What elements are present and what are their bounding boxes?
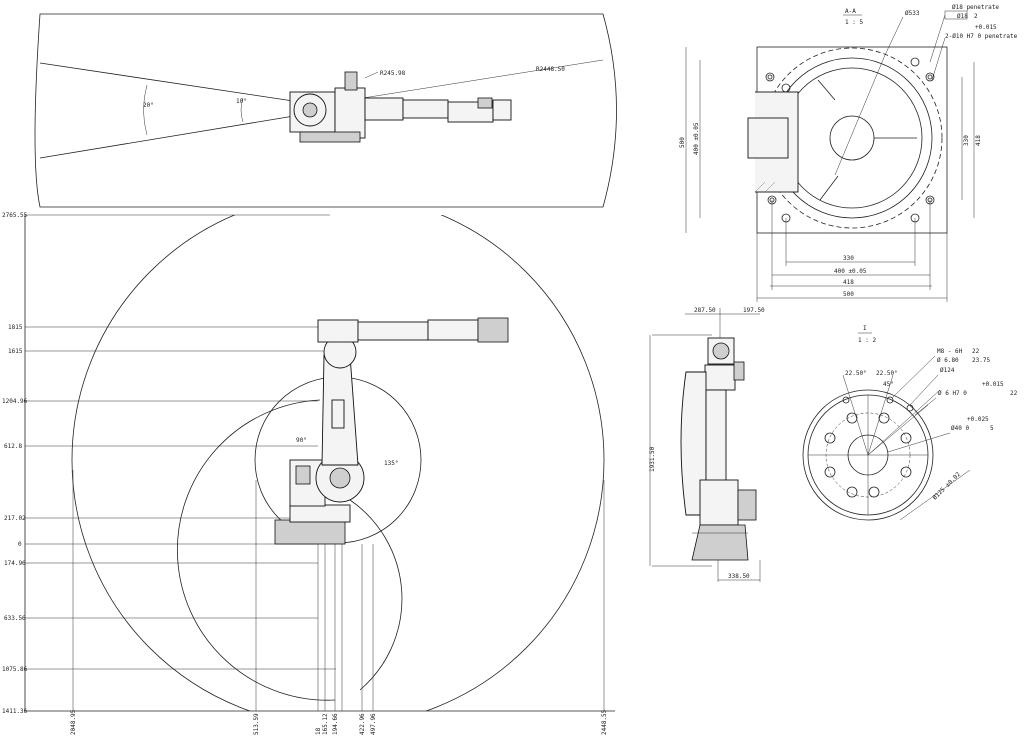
detail-callout-6: Ø 6 H7 0 xyxy=(938,390,967,397)
aa-bottom-dim-2: 418 xyxy=(843,279,854,286)
detail-angle-1: 22.50° xyxy=(876,370,898,377)
x-label-7: 2448.55 xyxy=(601,709,608,735)
side-angle-b: 135° xyxy=(384,460,398,467)
detail-flange xyxy=(802,389,934,521)
detail-callout-5: +0.015 xyxy=(982,381,1004,388)
aa-callout-5: 2-Ø10 H7 0 penetrate xyxy=(945,33,1018,40)
aa-bottom-dim-3: 500 xyxy=(843,291,854,298)
top-view-workspace-outline xyxy=(34,13,617,208)
y-label-4: 612.8 xyxy=(4,443,22,450)
y-label-2: 1615 xyxy=(8,348,23,355)
detail-i-view: I 1 : 2 22.50° 22.50° 45° M8 - 6H 22 Ø 6… xyxy=(802,325,1018,521)
aa-callout-3: 2 xyxy=(974,13,978,20)
profile-height: 1931.50 xyxy=(649,446,656,472)
x-label-2: 18 xyxy=(315,727,322,735)
profile-top-dim-1: 197.50 xyxy=(743,307,765,314)
side-view: 90° 135° 2765.55 1815 1615 1204.96 612.8… xyxy=(2,212,615,735)
y-label-5: 217.02 xyxy=(4,515,26,522)
detail-callout-11: Ø125 ±0.02 xyxy=(931,471,962,502)
section-aa-view: A-A 1 : 5 Ø533 Ø18 penetrate Ø18 2 +0.01… xyxy=(679,4,1018,302)
detail-callout-1: 22 xyxy=(972,348,980,355)
x-label-5: 422.96 xyxy=(359,713,366,735)
aa-callout-2: Ø18 xyxy=(957,13,968,20)
profile-top-dim-0: 287.50 xyxy=(694,307,716,314)
top-angle-inner: 10° xyxy=(236,98,247,105)
detail-angle-0: 22.50° xyxy=(845,370,867,377)
x-label-6: 497.96 xyxy=(370,713,377,735)
top-view: 20° 10° R245.98 R2448.50 xyxy=(34,13,617,208)
detail-scale: 1 : 2 xyxy=(858,337,876,344)
aa-bottom-dim-1: 400 ±0.05 xyxy=(834,268,867,275)
aa-left-dim-1: 400 ±0.05 xyxy=(693,122,700,155)
top-radius-inner: R245.98 xyxy=(380,70,406,77)
robot-side xyxy=(274,317,509,545)
top-radius-outer: R2448.50 xyxy=(536,66,565,73)
x-label-0: 2048.95 xyxy=(70,709,77,735)
aa-callout-1: Ø18 penetrate xyxy=(952,4,999,11)
x-label-3: 165.12 xyxy=(322,713,329,735)
robot-profile xyxy=(680,337,757,561)
detail-callout-10: 5 xyxy=(990,425,994,432)
y-label-9: 1075.86 xyxy=(2,666,28,673)
x-label-1: 513.59 xyxy=(253,713,260,735)
y-label-6: 0 xyxy=(18,541,22,548)
aa-right-dim-0: 330 xyxy=(963,135,970,146)
x-label-4: 194.66 xyxy=(332,713,339,735)
aa-scale: 1 : 5 xyxy=(845,19,863,26)
detail-callout-8: +0.025 xyxy=(967,416,989,423)
detail-callout-7: 22 xyxy=(1010,390,1018,397)
y-label-8: 633.56 xyxy=(4,615,26,622)
y-label-1: 1815 xyxy=(8,324,23,331)
detail-callout-2: Ø 6.80 xyxy=(937,357,959,364)
detail-title: I xyxy=(863,325,867,332)
y-label-3: 1204.96 xyxy=(2,398,28,405)
profile-base: 338.50 xyxy=(728,573,750,580)
aa-bottom-dim-0: 330 xyxy=(843,255,854,262)
aa-callout-4: +0.015 xyxy=(975,24,997,31)
reach-envelope-outer xyxy=(71,215,605,711)
robot-top xyxy=(289,71,512,143)
aa-right-dim-1: 418 xyxy=(975,135,982,146)
profile-view: 287.50 197.50 1931.50 338.50 xyxy=(649,307,765,582)
aa-callout-0: Ø533 xyxy=(905,10,920,17)
detail-angle-2: 45° xyxy=(883,381,894,388)
y-label-7: 174.96 xyxy=(4,560,26,567)
top-angle-left: 20° xyxy=(143,102,154,109)
y-label-0: 2765.55 xyxy=(2,212,28,219)
aa-title: A-A xyxy=(845,8,856,15)
y-label-10: 1411.36 xyxy=(2,708,28,715)
aa-left-dim-0: 500 xyxy=(679,137,686,148)
detail-callout-0: M8 - 6H xyxy=(937,348,963,355)
detail-callout-4: Ø124 xyxy=(940,367,955,374)
detail-callout-9: Ø40 0 xyxy=(951,425,969,432)
side-angle-a: 90° xyxy=(296,437,307,444)
detail-callout-3: 23.75 xyxy=(972,357,990,364)
